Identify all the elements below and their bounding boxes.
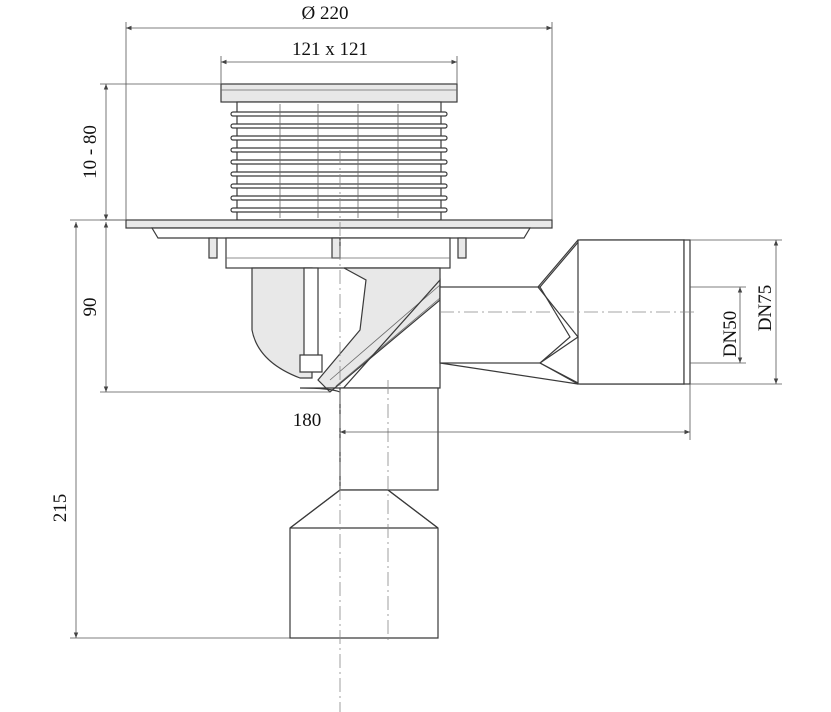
dimension-diameter: Ø 220	[302, 3, 349, 24]
vertical-outlet	[289, 387, 439, 639]
outlet-socket-vertical	[289, 489, 439, 639]
dimension-horizontal-180: 180	[293, 410, 322, 431]
flange-lip	[150, 227, 532, 239]
dimension-lines	[70, 22, 782, 639]
center-lines	[339, 150, 696, 712]
outlet-pipe-vertical	[339, 387, 439, 491]
flange-plate	[125, 219, 553, 229]
flange	[125, 219, 553, 269]
dimension-dn50: DN50	[720, 311, 741, 357]
grate-top-frame	[220, 83, 458, 103]
dimension-height-90: 90	[80, 298, 101, 317]
grate-assembly	[220, 83, 458, 221]
trap-body	[251, 267, 441, 393]
trap-left-chamber	[251, 267, 313, 379]
dimension-dn75: DN75	[755, 285, 776, 331]
trap-rod	[303, 267, 319, 369]
dimension-grate: 121 x 121	[292, 39, 368, 60]
dimension-height-range: 10 - 80	[80, 125, 101, 179]
dimension-height-215: 215	[50, 494, 71, 523]
sleeve-ribs	[230, 111, 448, 213]
trap-elbow	[317, 267, 441, 393]
